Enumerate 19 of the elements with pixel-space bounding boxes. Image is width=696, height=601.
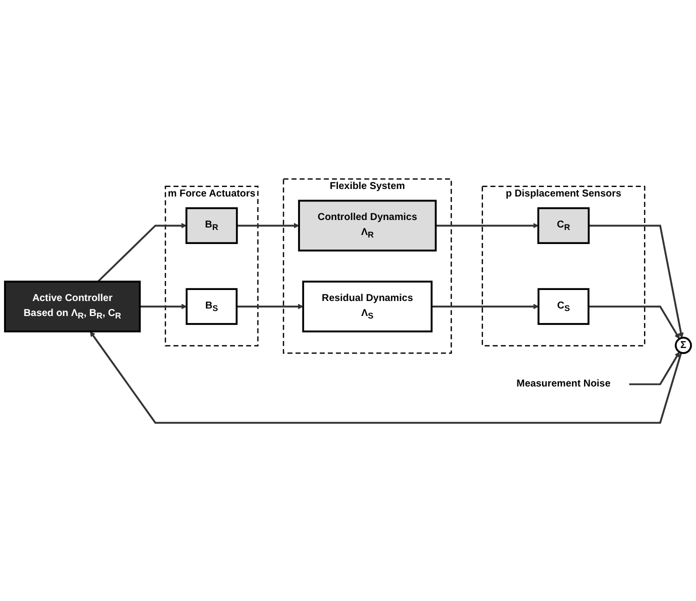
arrow <box>236 303 304 309</box>
node-box: C$_{R}$ <box>537 206 590 244</box>
node-circle: Σ <box>674 336 692 354</box>
node-text: Measurement Noise <box>516 378 610 389</box>
arrow <box>140 303 187 309</box>
arrow <box>588 224 684 338</box>
arrow <box>629 351 680 385</box>
arrow <box>588 305 680 339</box>
arrow <box>436 222 539 228</box>
arrow <box>236 222 300 228</box>
node-box: B$_{S}$ <box>186 288 238 325</box>
arrow <box>90 330 682 424</box>
node-box: Controlled Dynamics Λ$_{R}$ <box>298 199 437 252</box>
arrow <box>97 222 187 282</box>
node-box: B$_{R}$ <box>185 206 238 244</box>
arrow <box>432 303 539 309</box>
node-box: Active Controller Based on Λ$_{R}$, B$_{R}$, C$_{R}$ <box>4 280 141 332</box>
node-box: Residual Dynamics Λ$_{S}$ <box>302 280 433 332</box>
node-box: C$_{S}$ <box>538 288 590 325</box>
